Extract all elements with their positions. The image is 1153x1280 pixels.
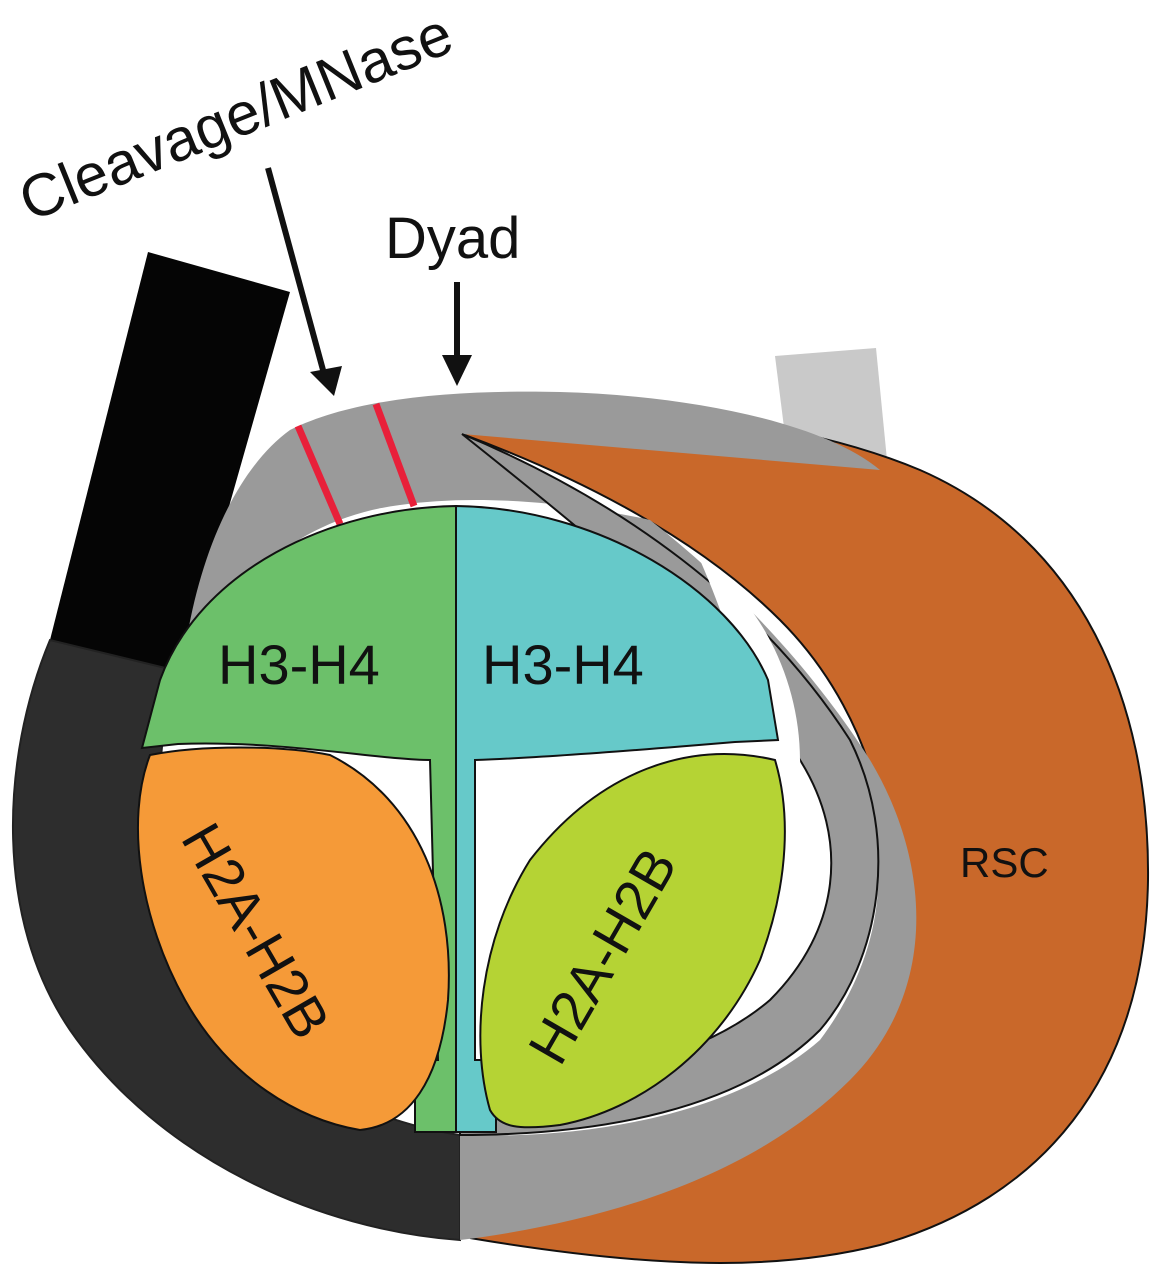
h3h4-left-label: H3-H4 — [218, 633, 380, 696]
dyad-arrow — [442, 282, 472, 386]
h3h4-left — [140, 504, 457, 1133]
h3h4-right-label: H3-H4 — [482, 633, 644, 696]
cleavage-arrow — [265, 167, 342, 396]
rsc-remodeler — [458, 413, 1150, 1264]
rsc-label: RSC — [960, 839, 1049, 886]
cleavage-mark-1 — [294, 424, 344, 526]
dna-entry-segment — [50, 252, 290, 672]
h2ah2b-right — [479, 753, 786, 1129]
h2ah2b-left — [137, 746, 450, 1132]
cleavage-mark-2 — [372, 402, 418, 508]
dyad-label: Dyad — [385, 206, 520, 271]
h3h4-right — [455, 504, 780, 1133]
cleavage-label: Cleavage/MNase — [10, 0, 462, 234]
